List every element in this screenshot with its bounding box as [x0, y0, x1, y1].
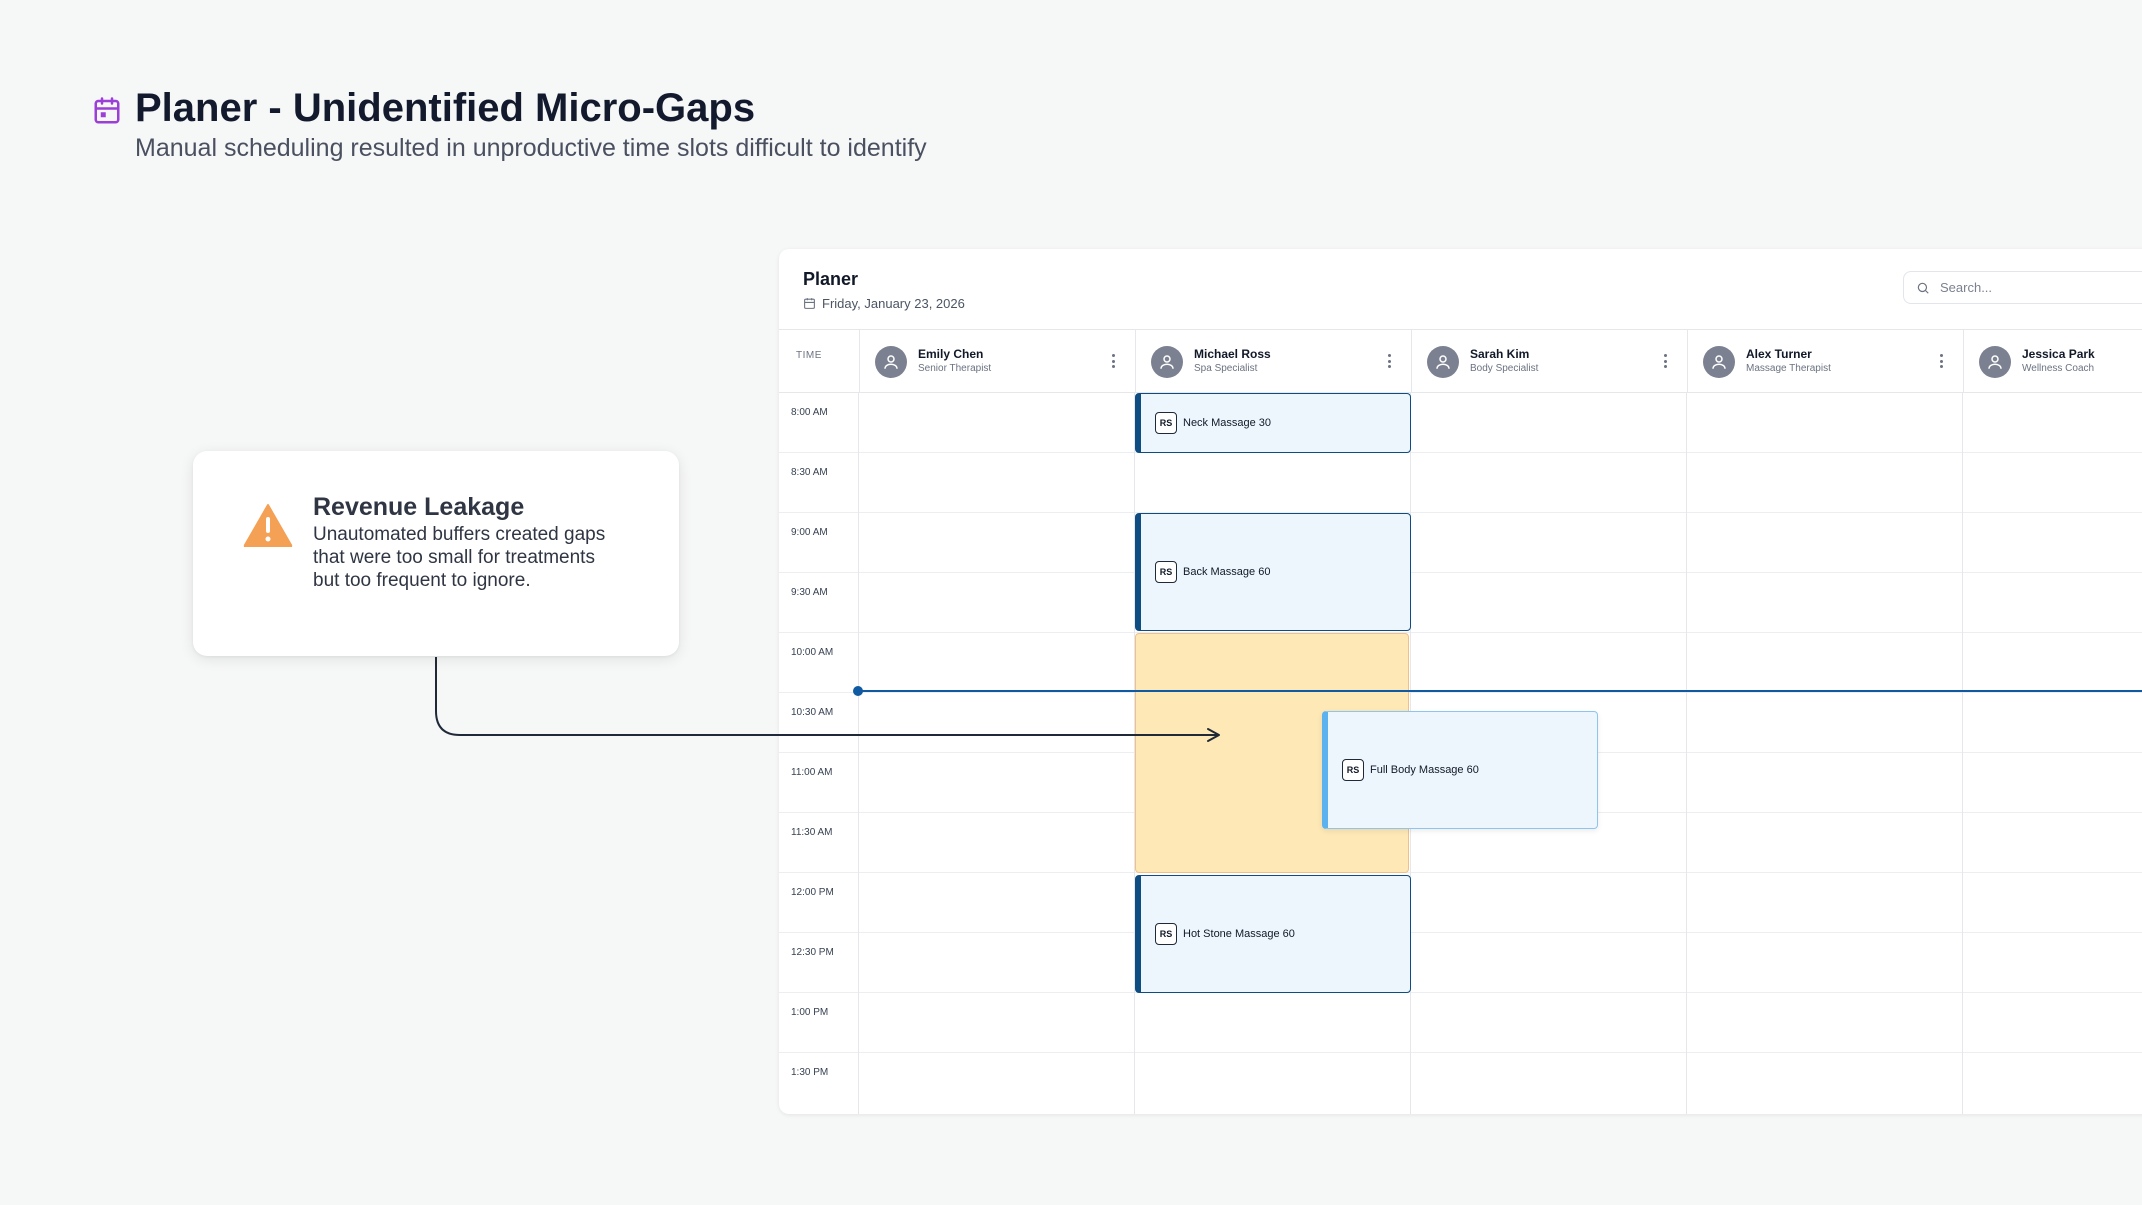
staff-role: Body Specialist — [1470, 363, 1539, 374]
time-label: 1:30 PM — [791, 1067, 829, 1078]
search-box[interactable] — [1903, 271, 2142, 304]
avatar — [1979, 346, 2011, 378]
time-label: 8:30 AM — [791, 467, 828, 478]
appointment-badge: RS — [1342, 759, 1364, 781]
time-row: 12:00 PM — [779, 873, 2142, 933]
time-label: 10:30 AM — [791, 707, 834, 718]
staff-column-header: Jessica Park Wellness Coach — [1963, 330, 2142, 393]
time-label: 12:00 PM — [791, 887, 834, 898]
column-divider — [1134, 393, 1135, 1114]
avatar — [1151, 346, 1183, 378]
dragged-appointment-card[interactable]: RS Full Body Massage 60 — [1322, 711, 1598, 829]
time-row: 12:30 PM — [779, 933, 2142, 993]
callout-title: Revenue Leakage — [313, 493, 525, 521]
time-row: 11:30 AM — [779, 813, 2142, 873]
staff-role: Spa Specialist — [1194, 363, 1258, 374]
appointment-label: Full Body Massage 60 — [1370, 764, 1479, 776]
planer-date: Friday, January 23, 2026 — [803, 296, 965, 311]
user-icon — [884, 355, 898, 369]
user-icon — [1988, 355, 2002, 369]
column-divider — [858, 393, 859, 1114]
time-label: 1:00 PM — [791, 1007, 829, 1018]
appointment-badge: RS — [1155, 561, 1177, 583]
planer-date-text: Friday, January 23, 2026 — [822, 296, 965, 311]
appointment-card[interactable]: RS Hot Stone Massage 60 — [1135, 875, 1411, 993]
more-options-icon[interactable] — [1385, 352, 1393, 370]
time-row: 8:30 AM — [779, 453, 2142, 513]
staff-name: Sarah Kim — [1470, 347, 1530, 361]
current-time-line — [858, 690, 2142, 692]
time-row: 1:00 PM — [779, 993, 2142, 1053]
time-row: 1:30 PM — [779, 1053, 2142, 1113]
time-row: 9:00 AM — [779, 513, 2142, 573]
appointment-label: Hot Stone Massage 60 — [1183, 928, 1295, 940]
time-row: 8:00 AM — [779, 393, 2142, 453]
calendar-small-icon — [804, 298, 815, 309]
appointment-card[interactable]: RS Back Massage 60 — [1135, 513, 1411, 631]
staff-role: Wellness Coach — [2022, 363, 2095, 374]
warning-triangle-icon — [243, 504, 293, 547]
calendar-icon — [94, 97, 120, 124]
appointment-badge: RS — [1155, 923, 1177, 945]
time-row: 9:30 AM — [779, 573, 2142, 633]
time-label: 12:30 PM — [791, 947, 834, 958]
revenue-leakage-callout: Revenue Leakage Unautomated buffers crea… — [193, 451, 679, 656]
avatar — [1703, 346, 1735, 378]
column-divider — [1962, 393, 1963, 1114]
time-label: 11:30 AM — [791, 827, 833, 838]
schedule-body: 8:00 AM 8:30 AM 9:00 AM 9:30 AM 10:00 AM… — [779, 393, 2142, 1114]
staff-name: Emily Chen — [918, 347, 984, 361]
staff-column-header: Michael Ross Spa Specialist — [1135, 330, 1411, 393]
staff-header-row: TIME Emily Chen Senior Therapist Michael… — [779, 329, 2142, 393]
time-label: 10:00 AM — [791, 647, 834, 658]
time-label: 9:00 AM — [791, 527, 828, 538]
time-label: 8:00 AM — [791, 407, 828, 418]
user-icon — [1712, 355, 1726, 369]
appointment-label: Back Massage 60 — [1183, 566, 1271, 578]
staff-column-header: Sarah Kim Body Specialist — [1411, 330, 1687, 393]
column-divider — [1686, 393, 1687, 1114]
page-subtitle: Manual scheduling resulted in unproducti… — [135, 134, 927, 162]
staff-name: Michael Ross — [1194, 347, 1271, 361]
appointment-label: Neck Massage 30 — [1183, 417, 1272, 429]
current-time-dot — [853, 686, 863, 696]
time-row: 10:00 AM — [779, 633, 2142, 693]
search-input[interactable] — [1938, 279, 2142, 296]
staff-role: Senior Therapist — [918, 363, 992, 374]
time-column-header: TIME — [796, 350, 822, 361]
appointment-badge: RS — [1155, 412, 1177, 434]
more-options-icon[interactable] — [1109, 352, 1117, 370]
user-icon — [1436, 355, 1450, 369]
staff-role: Massage Therapist — [1746, 363, 1831, 374]
time-label: 11:00 AM — [791, 767, 833, 778]
page-title: Planer - Unidentified Micro-Gaps — [135, 86, 756, 130]
schedule-grid: TIME Emily Chen Senior Therapist Michael… — [779, 329, 2142, 1114]
staff-column-header: Emily Chen Senior Therapist — [859, 330, 1135, 393]
more-options-icon[interactable] — [1937, 352, 1945, 370]
user-icon — [1160, 355, 1174, 369]
avatar — [1427, 346, 1459, 378]
callout-text: Unautomated buffers created gaps that we… — [313, 524, 606, 591]
staff-name: Jessica Park — [2022, 347, 2095, 361]
more-options-icon[interactable] — [1661, 352, 1669, 370]
search-icon — [1917, 282, 1929, 294]
time-label: 9:30 AM — [791, 587, 828, 598]
planer-window: Planer Friday, January 23, 2026 TIME Emi… — [779, 249, 2142, 1114]
planer-title: Planer — [803, 269, 859, 289]
staff-name: Alex Turner — [1746, 347, 1812, 361]
appointment-card[interactable]: RS Neck Massage 30 — [1135, 393, 1411, 453]
avatar — [875, 346, 907, 378]
staff-column-header: Alex Turner Massage Therapist — [1687, 330, 1963, 393]
